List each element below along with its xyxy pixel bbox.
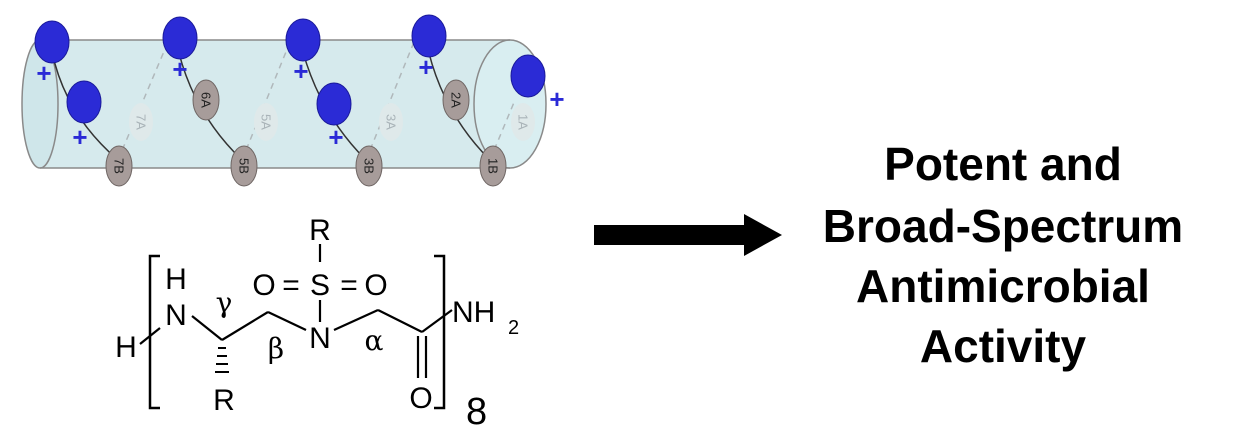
cationic-bead [162,16,198,60]
cationic-beads [34,14,546,126]
amine-H-top: H [165,263,187,296]
cationic-bead [510,54,546,98]
plus-icon: + [36,58,51,88]
residue-7B [105,145,133,187]
sulfonyl-O-right: O [364,269,387,302]
residue-label: 5A [259,114,274,130]
carbonyl-O: O [409,382,432,415]
sulfonamide-N: N [309,322,331,355]
cationic-bead [66,80,102,124]
plus-icon: + [72,122,87,152]
outcome-line-1: Potent and [884,138,1122,190]
outcome-line-3: Antimicrobial [856,260,1150,312]
sulfonyl-R: R [309,214,331,247]
residue-label: 7B [112,158,127,174]
side-chain-R: R [213,384,235,417]
residue-1B [479,145,507,187]
plus-icon: + [418,52,433,82]
stereo-wedge [215,347,229,373]
left-bracket [148,254,160,410]
gamma-label: γ [216,286,233,319]
residue-label: 3B [362,158,377,174]
cationic-bead [411,14,447,58]
cationic-bead [316,82,352,126]
bottom-residues: 7B 5B 3B 1B [105,145,507,187]
residue-5B [230,145,258,187]
charge-symbols: + + + + + + + [36,52,564,152]
right-bracket [434,254,446,410]
right-arrow-icon [594,214,782,256]
residue-1A [511,103,535,141]
residue-6A [192,79,220,121]
residue-label: 1A [516,114,531,130]
residue-label: 7A [134,114,149,130]
residue-label: 2A [449,92,464,108]
residue-3A [379,103,403,141]
outcome-text: Potent and Broad-Spectrum Antimicrobial … [823,138,1183,372]
cationic-bead [34,20,70,64]
residue-5A [254,103,278,141]
residue-3B [355,145,383,187]
residue-label: 5B [237,158,252,174]
plus-icon: + [549,84,564,114]
amide-NH: NH [452,296,495,329]
plus-icon: + [293,56,308,86]
outcome-line-4: Activity [920,320,1087,372]
alpha-label: α [365,324,384,357]
back-residues: 7A 5A 3A 1A [129,103,535,141]
residue-label: 3A [384,114,399,130]
sulfonyl-eq-right: = [340,269,358,302]
bonds [139,244,453,378]
plus-icon: + [172,54,187,84]
cylinder-body [40,40,510,168]
chemical-structure: H N H R γ β α R O = S = O N O NH 2 8 [115,214,519,433]
residue-7A [129,103,153,141]
residue-label: 6A [199,92,214,108]
sulfonyl-S: S [310,269,330,302]
front-residues: 6A 2A [192,79,470,121]
outcome-line-2: Broad-Spectrum [823,200,1183,252]
terminal-H: H [115,331,137,364]
repeat-count: 8 [466,391,487,433]
amide-subscript: 2 [508,317,519,339]
sulfonyl-O-left: O [252,269,275,302]
residue-label: 1B [486,158,501,174]
residue-2A [442,79,470,121]
cationic-bead [285,18,321,62]
amine-N: N [165,299,187,332]
sulfonyl-eq-left: = [282,269,300,302]
beta-label: β [268,332,284,365]
plus-icon: + [328,122,343,152]
